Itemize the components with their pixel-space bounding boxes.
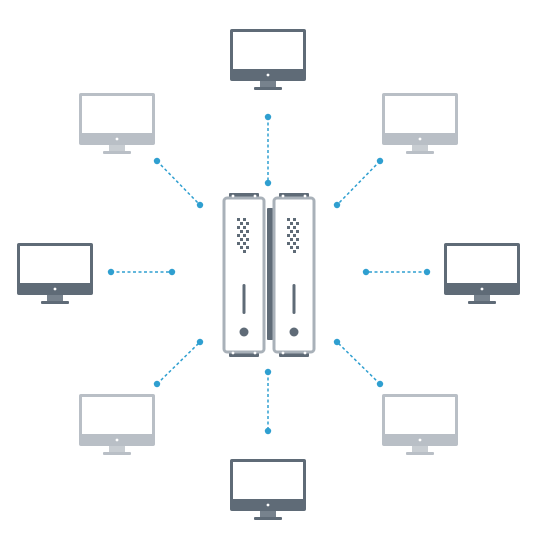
connector-top-right	[333, 157, 384, 209]
connector-bottom-right	[333, 338, 384, 388]
server-divider	[267, 208, 273, 340]
server-unit-right	[272, 193, 316, 357]
monitor-top-desktop-monitor-icon	[230, 29, 306, 90]
monitor-right-desktop-monitor-icon	[444, 243, 520, 304]
connector-bottom-left	[153, 338, 204, 388]
connector-top	[264, 113, 272, 187]
server-unit-left	[222, 193, 266, 357]
monitor-top-right-desktop-monitor-icon	[382, 93, 458, 154]
connector-right	[362, 268, 431, 276]
connector-bottom	[264, 368, 272, 435]
monitor-bottom-desktop-monitor-icon	[230, 459, 306, 520]
server-rack-icon	[222, 193, 316, 357]
connectors	[107, 113, 431, 435]
monitor-bottom-left-desktop-monitor-icon	[79, 394, 155, 455]
connector-left	[107, 268, 176, 276]
connector-top-left	[153, 157, 204, 209]
monitors	[17, 29, 520, 520]
monitor-top-left-desktop-monitor-icon	[79, 93, 155, 154]
monitor-left-desktop-monitor-icon	[17, 243, 93, 304]
monitor-bottom-right-desktop-monitor-icon	[382, 394, 458, 455]
